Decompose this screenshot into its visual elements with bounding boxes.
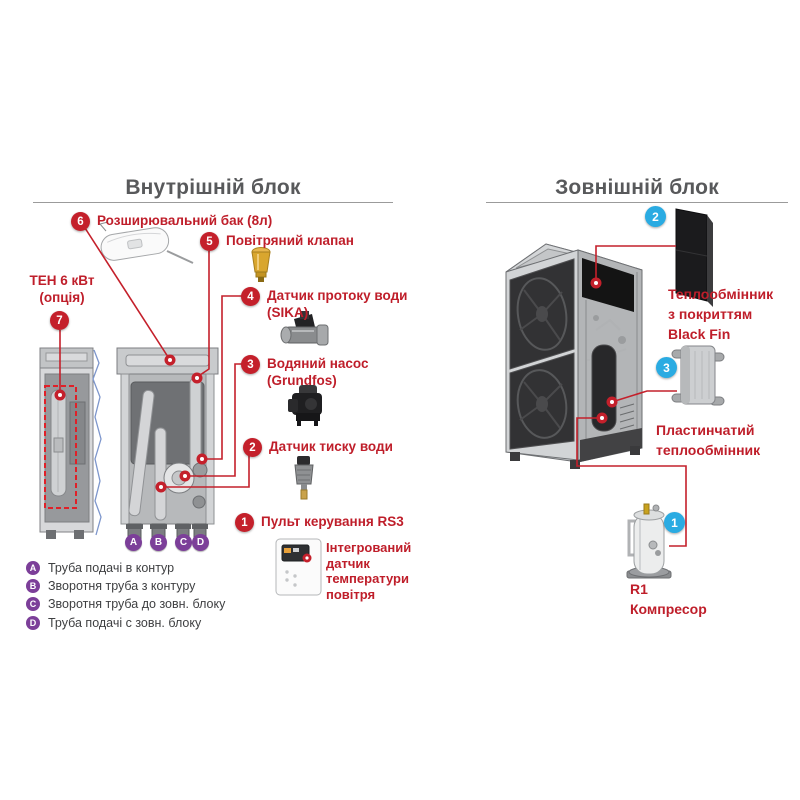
indoor-section-divider — [33, 202, 393, 203]
pipe-legend-row-c: C Зворотня труба до зовн. блоку — [26, 595, 225, 613]
outdoor-title: Зовнішній блок — [555, 176, 719, 199]
water-pump-icon — [288, 385, 322, 426]
pipe-legend-label-a: Труба подачі в контур — [48, 561, 175, 576]
pressure-sensor-icon — [294, 456, 314, 500]
outdoor-callout-badge-1: 1 — [664, 512, 685, 533]
pipe-badge-d: D — [192, 534, 209, 551]
pipe-legend-badge-b: B — [26, 579, 40, 594]
pipe-legend: A Труба подачі в контур B Зворотня труба… — [26, 559, 225, 632]
pipe-legend-row-a: A Труба подачі в контур — [26, 559, 225, 577]
expansion-tank-icon — [100, 227, 170, 261]
black-fin-panel-icon — [675, 208, 713, 307]
legend-item-3: 3 Водяний насос (Grundfos) — [241, 355, 369, 389]
callout-badge-4: 4 — [241, 287, 260, 306]
plate-hx-label: Пластинчатий теплообмінник — [656, 422, 761, 458]
pipe-badge-c: C — [175, 534, 192, 551]
legend-item-5: 5 Повітряний клапан — [200, 232, 354, 251]
legend-label-1: Пульт керування RS3 — [261, 514, 404, 529]
legend-label-4: Датчик протоку води (SIKA) — [267, 288, 408, 320]
pipe-legend-badge-c: C — [26, 597, 40, 612]
outdoor-callout-badge-2: 2 — [645, 206, 666, 227]
flow-sensor-icon — [280, 311, 329, 346]
heater-option-label: ТЕН 6 кВт (опція) — [29, 273, 95, 305]
legend-label-2: Датчик тиску води — [269, 439, 393, 454]
legend-item-1: 1 Пульт керування RS3 — [235, 513, 404, 532]
torn-edge-sketch — [92, 349, 102, 536]
pipe-legend-badge-a: A — [26, 561, 40, 576]
pipe-legend-row-d: D Труба подачі с зовн. блоку — [26, 614, 225, 632]
legend-label-5: Повітряний клапан — [226, 233, 354, 248]
callout-badge-2: 2 — [243, 438, 262, 457]
expansion-tank-pipe — [166, 250, 194, 264]
controller-sensor-note: Інтегрований датчик температури повітря — [326, 540, 412, 602]
callout-badge-6: 6 — [71, 212, 90, 231]
legend-item-6: 6 Розширювальний бак (8л) — [71, 212, 272, 231]
pipe-legend-row-b: B Зворотня труба з контуру — [26, 577, 225, 595]
callout-badge-3: 3 — [241, 355, 260, 374]
outdoor-unit-drawing — [505, 243, 643, 469]
fan-grille-bottom — [509, 352, 575, 450]
legend-label-3: Водяний насос (Grundfos) — [267, 356, 369, 388]
fan-grille-top — [509, 258, 575, 370]
indoor-title: Внутрішній блок — [125, 176, 301, 199]
air-valve-icon — [251, 247, 271, 282]
compressor-label: R1 Компресор — [630, 581, 707, 617]
pipe-legend-label-c: Зворотня труба до зовн. блоку — [48, 597, 226, 612]
pipe-badge-b: B — [150, 534, 167, 551]
pipe-legend-label-b: Зворотня труба з контуру — [48, 579, 196, 594]
black-fin-label: Теплообмінник з покриттям Black Fin — [668, 286, 774, 342]
legend-item-2: 2 Датчик тиску води — [243, 438, 393, 457]
indoor-unit-drawing — [116, 347, 219, 542]
outdoor-section-divider — [486, 202, 788, 203]
plate-heat-exchanger-icon — [671, 345, 725, 406]
legend-item-4: 4 Датчик протоку води (SIKA) — [241, 287, 407, 321]
remote-controller-icon — [275, 538, 322, 596]
legend-label-6: Розширювальний бак (8л) — [97, 213, 273, 228]
compressor-icon — [626, 503, 672, 579]
indoor-heater-unit-drawing — [39, 347, 102, 539]
outdoor-callout-badge-3: 3 — [656, 357, 677, 378]
pipe-legend-badge-d: D — [26, 615, 40, 630]
compressor-in-unit — [591, 344, 617, 432]
callout-badge-1: 1 — [235, 513, 254, 532]
callout-badge-7: 7 — [50, 311, 69, 330]
callout-badge-5: 5 — [200, 232, 219, 251]
pipe-legend-label-d: Труба подачі с зовн. блоку — [48, 615, 202, 630]
pipe-badge-a: A — [125, 534, 142, 551]
